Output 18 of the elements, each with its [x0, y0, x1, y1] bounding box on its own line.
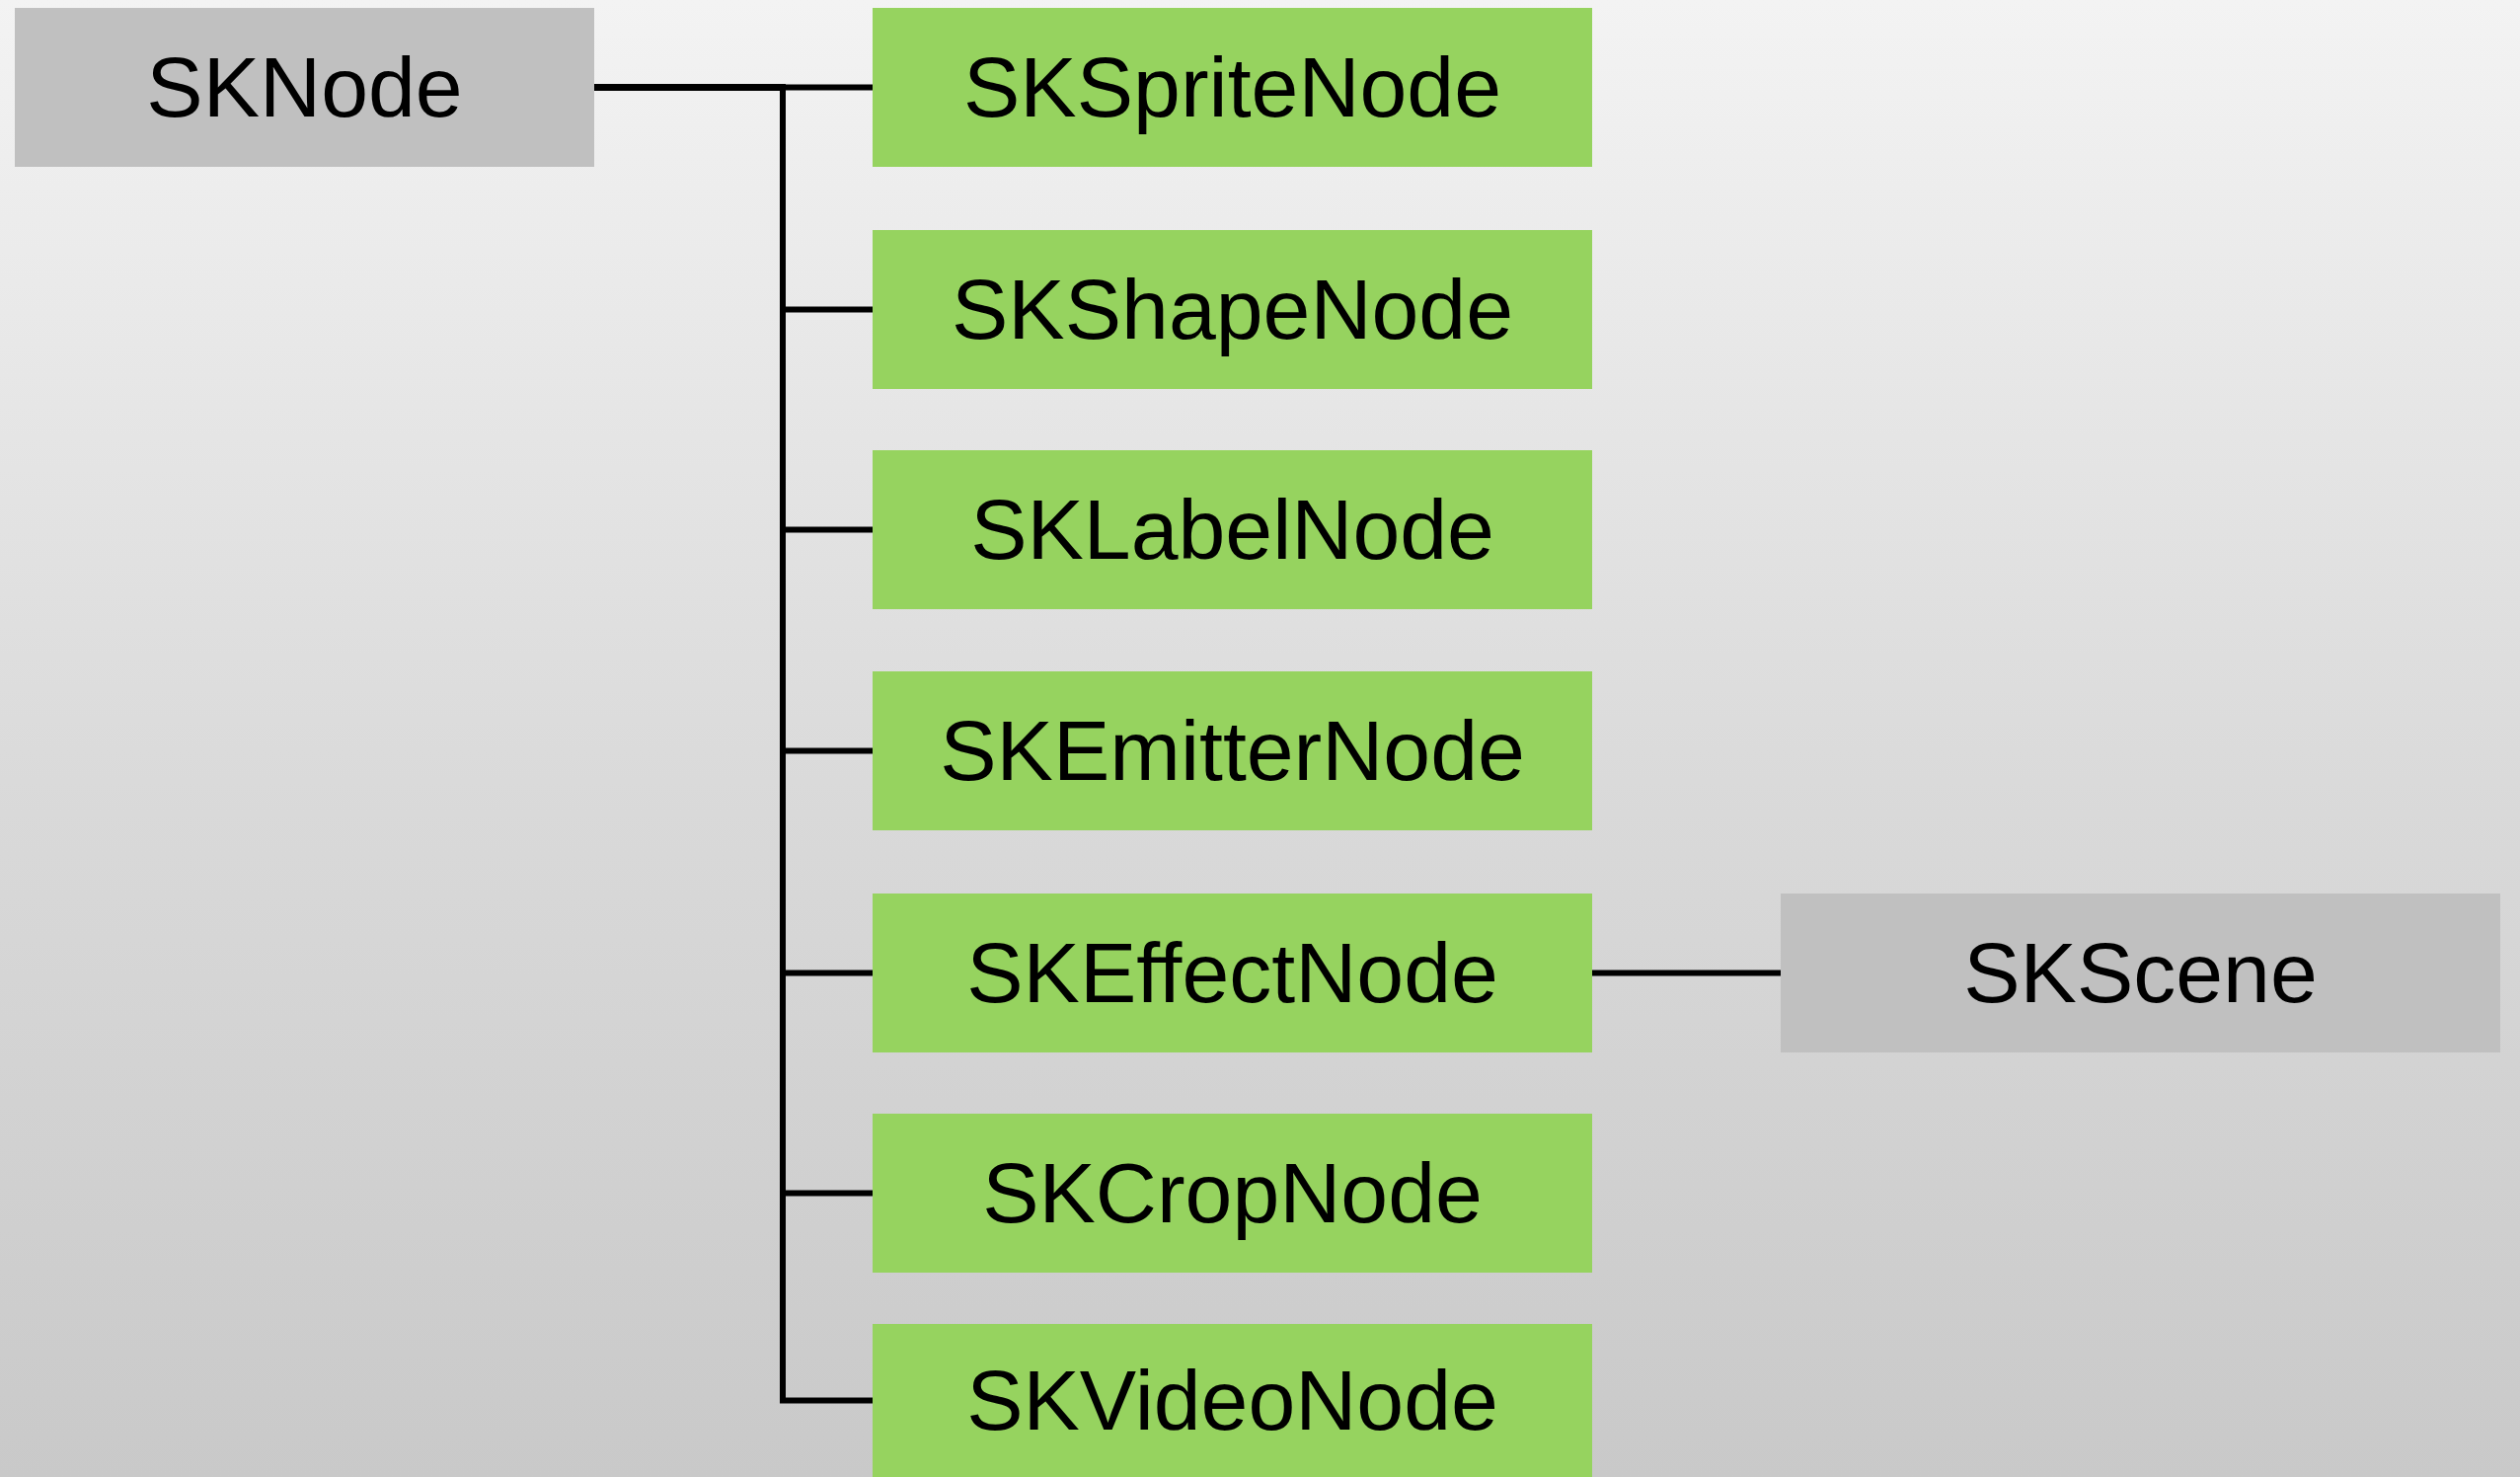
class-name: SKEmitterNode	[940, 702, 1525, 800]
class-box	[873, 450, 1592, 609]
class-name: SKSpriteNode	[963, 39, 1501, 136]
class-box	[15, 8, 594, 167]
class-name: SKShapeNode	[952, 261, 1513, 358]
class-name: SKEffectNode	[966, 924, 1498, 1022]
class-name: SKNode	[146, 39, 463, 136]
class-box	[1781, 894, 2500, 1052]
class-box	[873, 230, 1592, 389]
class-name: SKCropNode	[982, 1144, 1483, 1242]
class-box	[873, 8, 1592, 167]
class-box	[873, 671, 1592, 830]
class-box	[873, 894, 1592, 1052]
class-box	[873, 1114, 1592, 1273]
class-name: SKScene	[1963, 924, 2318, 1022]
class-name: SKLabelNode	[970, 481, 1494, 579]
class-name: SKVideoNode	[966, 1352, 1498, 1449]
class-box	[873, 1324, 1592, 1477]
